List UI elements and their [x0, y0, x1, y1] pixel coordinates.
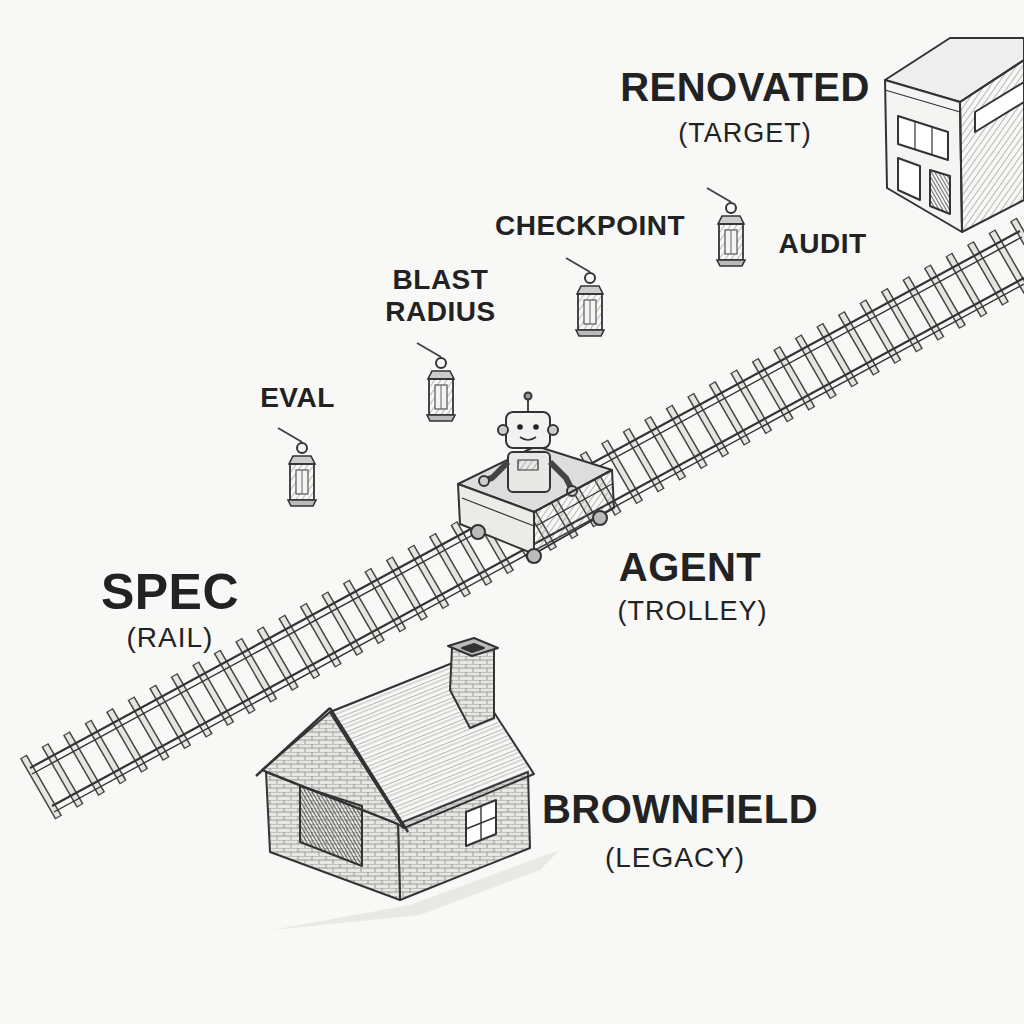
railway-tie: [1013, 220, 1024, 281]
part-label: BLAST RADIUS: [368, 264, 513, 328]
part-label: AGENT: [595, 544, 785, 590]
railway-tie-fill: [454, 524, 488, 583]
sub-label: (TARGET): [640, 118, 850, 149]
railway-tie-fill: [992, 232, 1024, 291]
lantern-icon: [566, 258, 604, 336]
part-label: SPEC: [80, 564, 260, 622]
lantern-icon: [417, 343, 455, 421]
railway-tie-fill: [1014, 221, 1024, 280]
target-building: [885, 38, 1024, 232]
lantern-icon: [278, 428, 316, 506]
rail-lines: [30, 231, 1024, 812]
part-label: AUDIT: [760, 228, 885, 260]
sub-label: (RAIL): [90, 622, 250, 654]
sub-label: (TROLLEY): [595, 596, 790, 627]
railway-ties: [23, 220, 1024, 818]
lantern-icon: [707, 188, 745, 266]
railway-tie: [992, 231, 1024, 292]
railway-tie: [454, 523, 489, 584]
part-label: EVAL: [240, 382, 355, 414]
part-label: RENOVATED: [600, 64, 890, 110]
trolley-cart: [458, 393, 614, 564]
part-label: BROWNFIELD: [525, 786, 835, 832]
legacy-house: [256, 638, 560, 930]
part-label: CHECKPOINT: [475, 210, 705, 242]
sub-label: (LEGACY): [580, 842, 770, 874]
robot-agent: [479, 393, 577, 497]
